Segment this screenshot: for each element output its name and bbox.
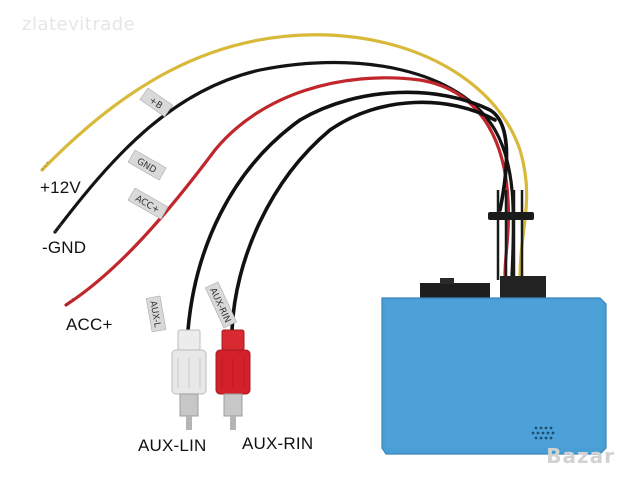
tag-acc: ACC+	[127, 187, 169, 220]
tag-gnd: GND	[127, 149, 167, 181]
label-ground: -GND	[42, 238, 87, 257]
black-wire-tip	[54, 223, 62, 233]
rca-plug-white	[171, 329, 207, 430]
tag-b-plus: +B	[139, 87, 173, 118]
red-wire-tip	[65, 298, 74, 306]
aux-right-cable	[230, 100, 497, 332]
label-accessory: ACC+	[66, 315, 113, 334]
label-power: +12V	[40, 178, 81, 197]
tag-aux-l: AUX-L	[145, 295, 167, 333]
tag-aux-rin: AUX-RIN	[204, 281, 237, 329]
tag-aux-l-text: AUX-L	[147, 300, 161, 328]
blue-module	[381, 297, 607, 455]
zip-tie	[488, 212, 534, 220]
watermark-text: zlatevitrade	[22, 14, 136, 35]
module-vent-holes	[531, 426, 555, 440]
yellow-wire-tip	[41, 161, 49, 171]
label-aux-left: AUX-LIN	[138, 436, 207, 455]
module-connector-left	[420, 283, 490, 299]
module-connector-right	[500, 276, 546, 298]
rca-plug-red	[215, 329, 251, 430]
connector-latch	[440, 278, 454, 284]
red-wire	[64, 76, 511, 307]
black-wire	[53, 60, 516, 277]
corner-logo: Bazar	[546, 444, 615, 468]
yellow-wire	[40, 33, 529, 277]
bundle-wires	[496, 190, 524, 280]
label-aux-right: AUX-RIN	[242, 434, 314, 453]
aux-left-cable	[186, 90, 509, 332]
